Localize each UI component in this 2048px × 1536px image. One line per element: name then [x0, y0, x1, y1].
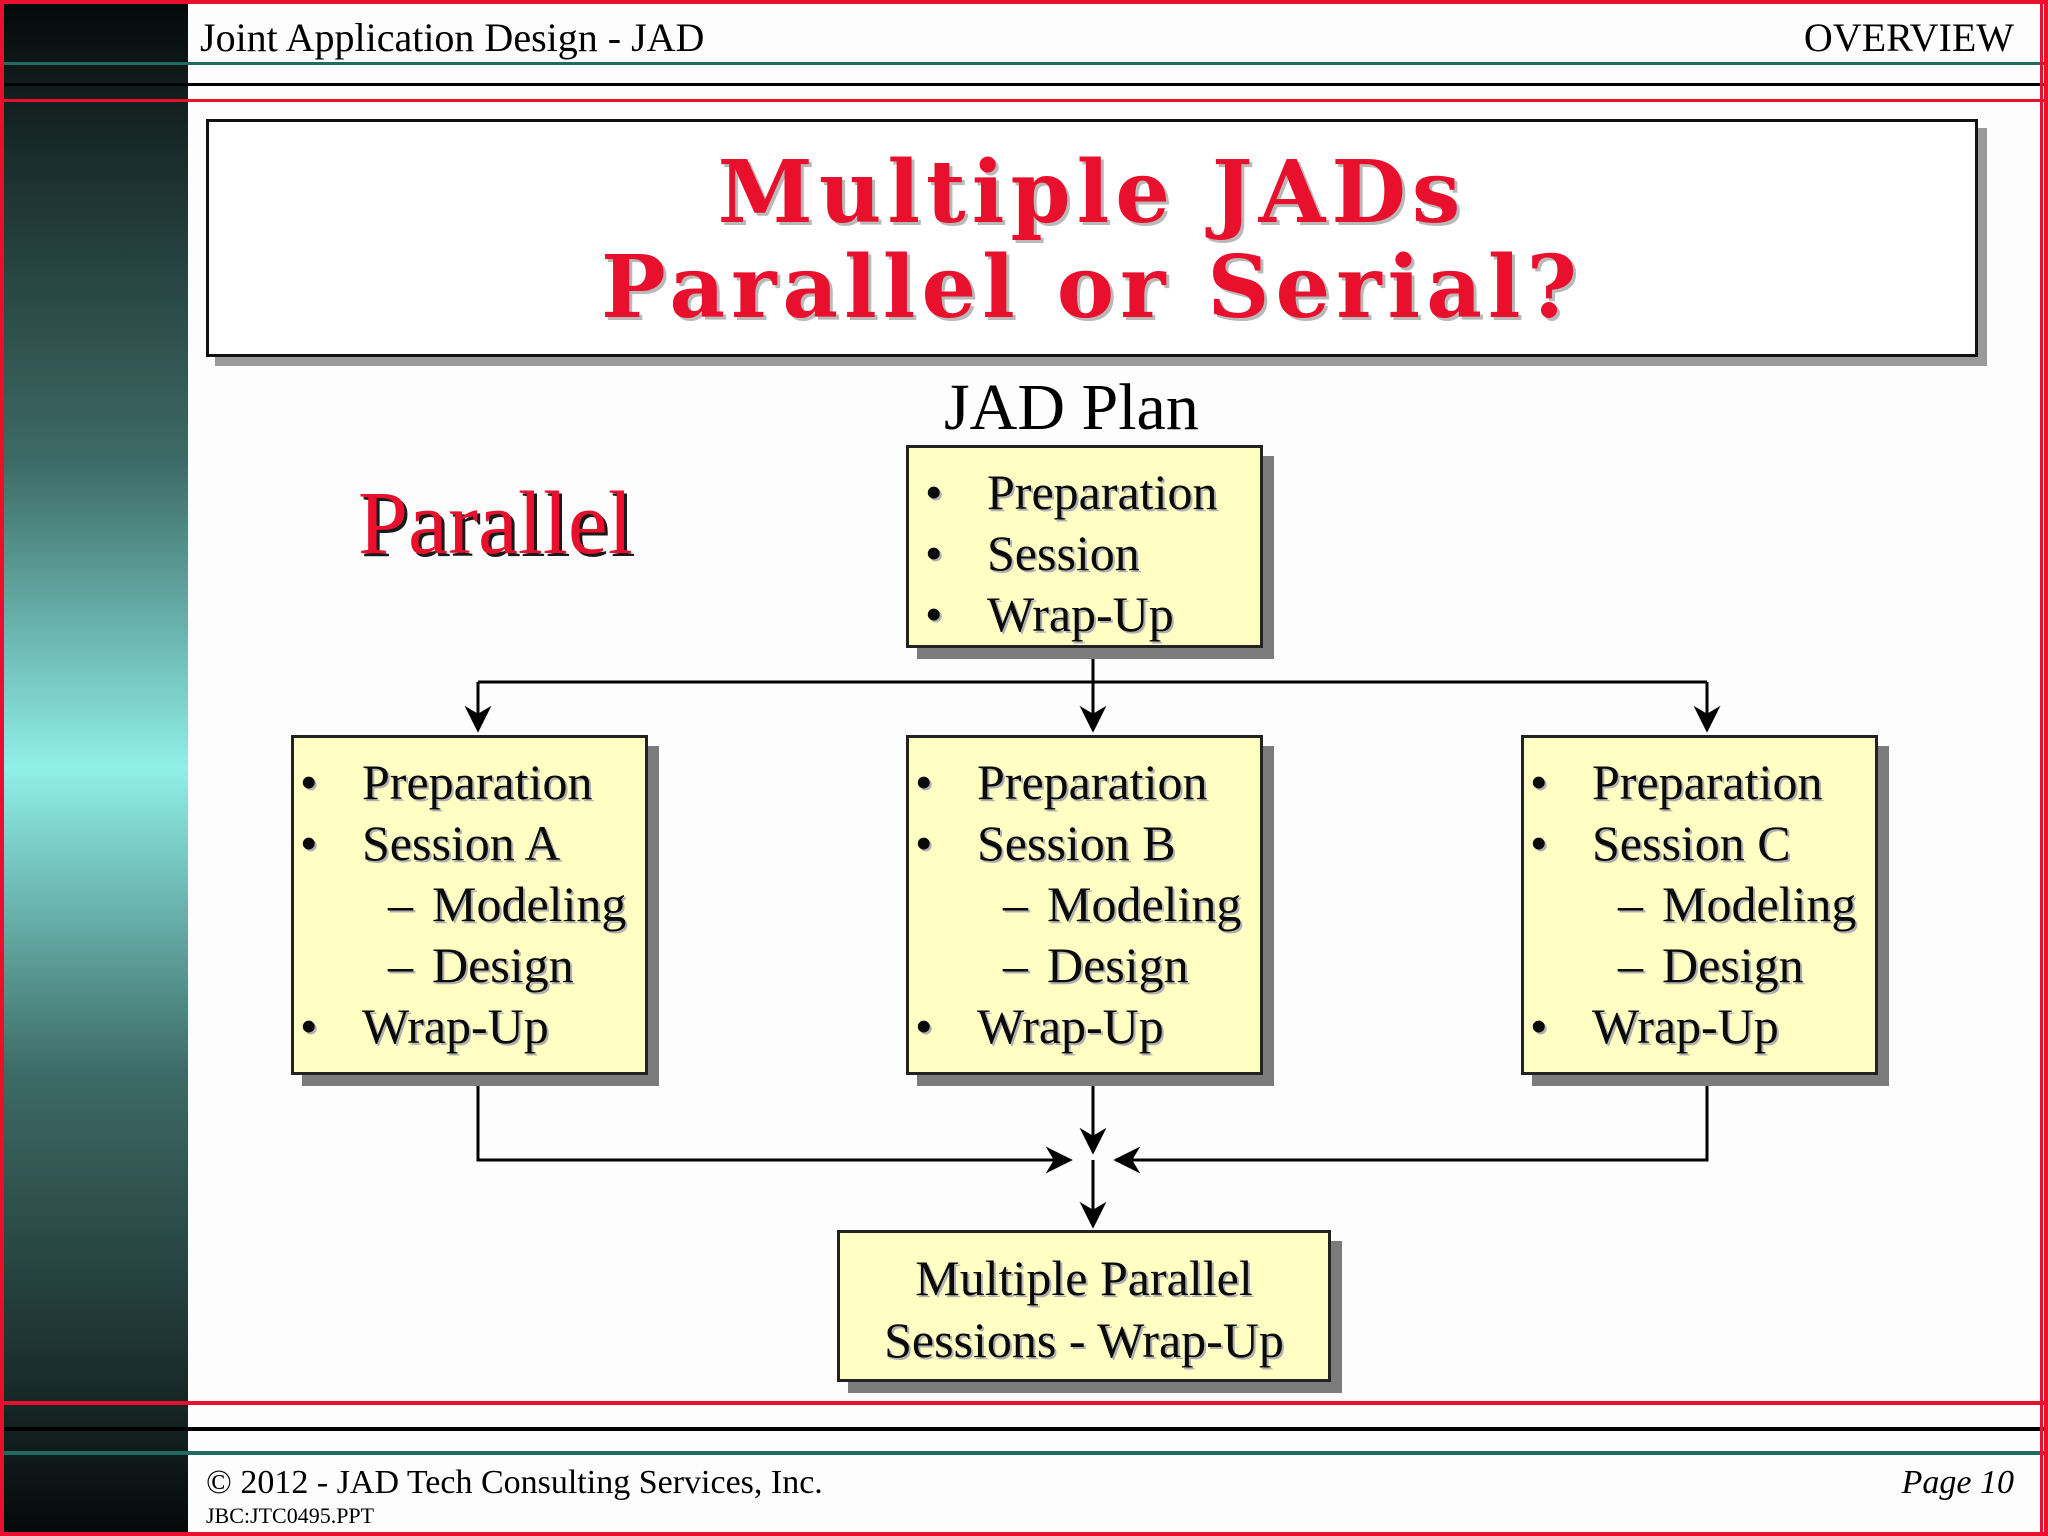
- session-prep-item: •Preparation: [300, 752, 645, 813]
- bullet-icon: •: [1530, 815, 1548, 871]
- final-wrapup-box: Multiple Parallel Sessions - Wrap-Up: [837, 1230, 1331, 1382]
- slide-title-line-2: Parallel or Serial?: [601, 237, 1583, 338]
- arrow-from-session-c: [1113, 1075, 1709, 1174]
- page-number: Page 10: [1901, 1464, 2014, 1501]
- header-rule-black: [0, 83, 2048, 86]
- session-b-box: •Preparation •Session B –Modeling –Desig…: [906, 735, 1263, 1075]
- session-prep-item: •Preparation: [915, 752, 1260, 813]
- bullet-icon: •: [300, 754, 318, 810]
- right-frame-line: [2040, 0, 2043, 1536]
- jad-plan-label: JAD Plan: [944, 371, 1199, 444]
- dash-icon: –: [1618, 876, 1643, 932]
- footer-rule-teal: [0, 1451, 2048, 1455]
- bullet-icon: •: [915, 815, 933, 871]
- bullet-icon: •: [1530, 754, 1548, 810]
- bullet-icon: •: [1530, 998, 1548, 1054]
- dash-icon: –: [1003, 876, 1028, 932]
- header-title: Joint Application Design - JAD: [200, 15, 705, 60]
- final-wrapup-line-1: Multiple Parallel: [915, 1250, 1253, 1306]
- dash-icon: –: [388, 876, 413, 932]
- parallel-label: Parallel: [358, 474, 633, 573]
- title-box: Multiple JADs Parallel or Serial?: [206, 119, 1978, 357]
- footer-rule-red: [0, 1401, 2048, 1405]
- header-rule-red: [0, 99, 2048, 102]
- plan-item: •Preparation: [925, 462, 1260, 523]
- session-wrapup-item: •Wrap-Up: [1530, 996, 1875, 1057]
- dash-icon: –: [388, 937, 413, 993]
- bullet-icon: •: [300, 998, 318, 1054]
- session-subitem-modeling: –Modeling: [1530, 874, 1875, 935]
- session-prep-item: •Preparation: [1530, 752, 1875, 813]
- final-wrapup-line-2: Sessions - Wrap-Up: [884, 1312, 1284, 1368]
- session-subitem-design: –Design: [915, 935, 1260, 996]
- footer-rule-black: [0, 1427, 2048, 1431]
- slide-title-line-1: Multiple JADs: [717, 142, 1467, 243]
- bullet-icon: •: [925, 464, 943, 520]
- bullet-icon: •: [925, 525, 943, 581]
- sidebar-gradient: [0, 0, 188, 1536]
- header-rule-teal: [0, 62, 2048, 65]
- session-name-item: •Session A: [300, 813, 645, 874]
- dash-icon: –: [1003, 937, 1028, 993]
- plan-item: •Wrap-Up: [925, 584, 1260, 645]
- footer-copyright: © 2012 - JAD Tech Consulting Services, I…: [206, 1464, 823, 1501]
- header-section: OVERVIEW: [1803, 15, 2014, 60]
- bullet-icon: •: [915, 754, 933, 810]
- jad-plan-box: •Preparation •Session •Wrap-Up: [906, 445, 1263, 648]
- session-a-box: •Preparation •Session A –Modeling –Desig…: [291, 735, 648, 1075]
- bullet-icon: •: [300, 815, 318, 871]
- session-subitem-design: –Design: [300, 935, 645, 996]
- session-subitem-design: –Design: [1530, 935, 1875, 996]
- session-c-box: •Preparation •Session C –Modeling –Desig…: [1521, 735, 1878, 1075]
- dash-icon: –: [1618, 937, 1643, 993]
- arrow-from-session-a: [476, 1075, 1073, 1174]
- session-name-item: •Session C: [1530, 813, 1875, 874]
- bullet-icon: •: [915, 998, 933, 1054]
- session-wrapup-item: •Wrap-Up: [300, 996, 645, 1057]
- plan-item: •Session: [925, 523, 1260, 584]
- session-subitem-modeling: –Modeling: [915, 874, 1260, 935]
- session-wrapup-item: •Wrap-Up: [915, 996, 1260, 1057]
- session-name-item: •Session B: [915, 813, 1260, 874]
- session-subitem-modeling: –Modeling: [300, 874, 645, 935]
- footer-file-name: JBC:JTC0495.PPT: [206, 1503, 375, 1528]
- bullet-icon: •: [925, 586, 943, 642]
